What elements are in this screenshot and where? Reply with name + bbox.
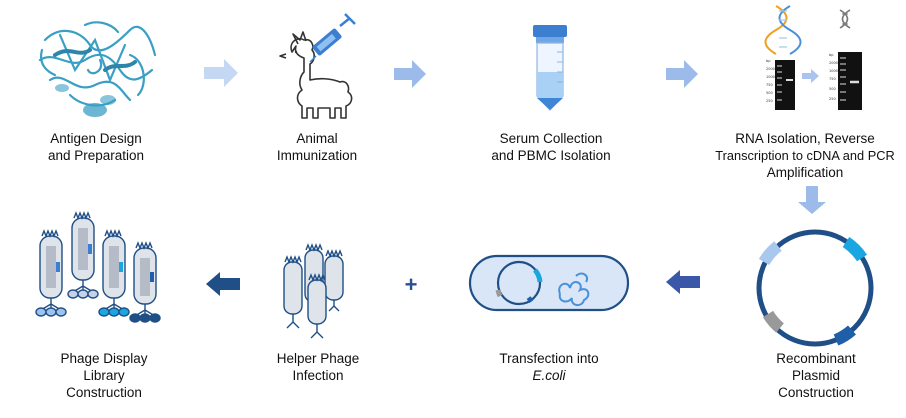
phage-icon [98, 229, 130, 317]
svg-text:bp: bp [829, 53, 834, 57]
svg-text:2000: 2000 [829, 61, 838, 65]
svg-text:1000: 1000 [766, 75, 775, 79]
arrow-down-icon [798, 186, 826, 214]
phage-icon [307, 273, 327, 339]
dna-helix-icon [839, 9, 851, 29]
syringe-icon [309, 13, 356, 63]
svg-text:250: 250 [829, 97, 836, 101]
svg-text:500: 500 [829, 87, 836, 91]
helper-phage-icon [283, 243, 344, 339]
svg-text:750: 750 [766, 83, 773, 87]
arrow-right-light-icon [394, 60, 426, 88]
arrow-right-light-icon [666, 60, 698, 88]
arrow-right-light-icon [204, 59, 238, 87]
svg-text:750: 750 [829, 77, 836, 81]
phage-icon [67, 211, 99, 299]
centrifuge-tube-icon [533, 25, 567, 111]
plasmid-icon [756, 229, 874, 347]
gel-electrophoresis-icon: bp 2000 1000 750 500 250 [829, 52, 862, 110]
svg-text:bp: bp [766, 59, 771, 63]
llama-icon [279, 31, 353, 119]
phage-icon [129, 241, 161, 323]
phage-icon [324, 249, 344, 312]
arrow-right-light-icon [802, 69, 819, 83]
svg-text:500: 500 [766, 91, 773, 95]
svg-text:1000: 1000 [829, 69, 838, 73]
dna-helix-icon [764, 5, 802, 55]
arrow-left-icon [206, 272, 240, 296]
phage-library-icon [35, 211, 161, 323]
svg-text:250: 250 [766, 99, 773, 103]
protein-structure-icon [38, 21, 157, 117]
svg-text:2000: 2000 [766, 67, 775, 71]
phage-icon [35, 229, 67, 317]
arrow-left-icon [666, 270, 700, 294]
plus-sign: + [405, 272, 418, 297]
gel-electrophoresis-icon: bp 2000 1000 750 500 250 [766, 59, 795, 110]
bacterium-icon [468, 254, 630, 312]
phage-icon [283, 255, 303, 329]
